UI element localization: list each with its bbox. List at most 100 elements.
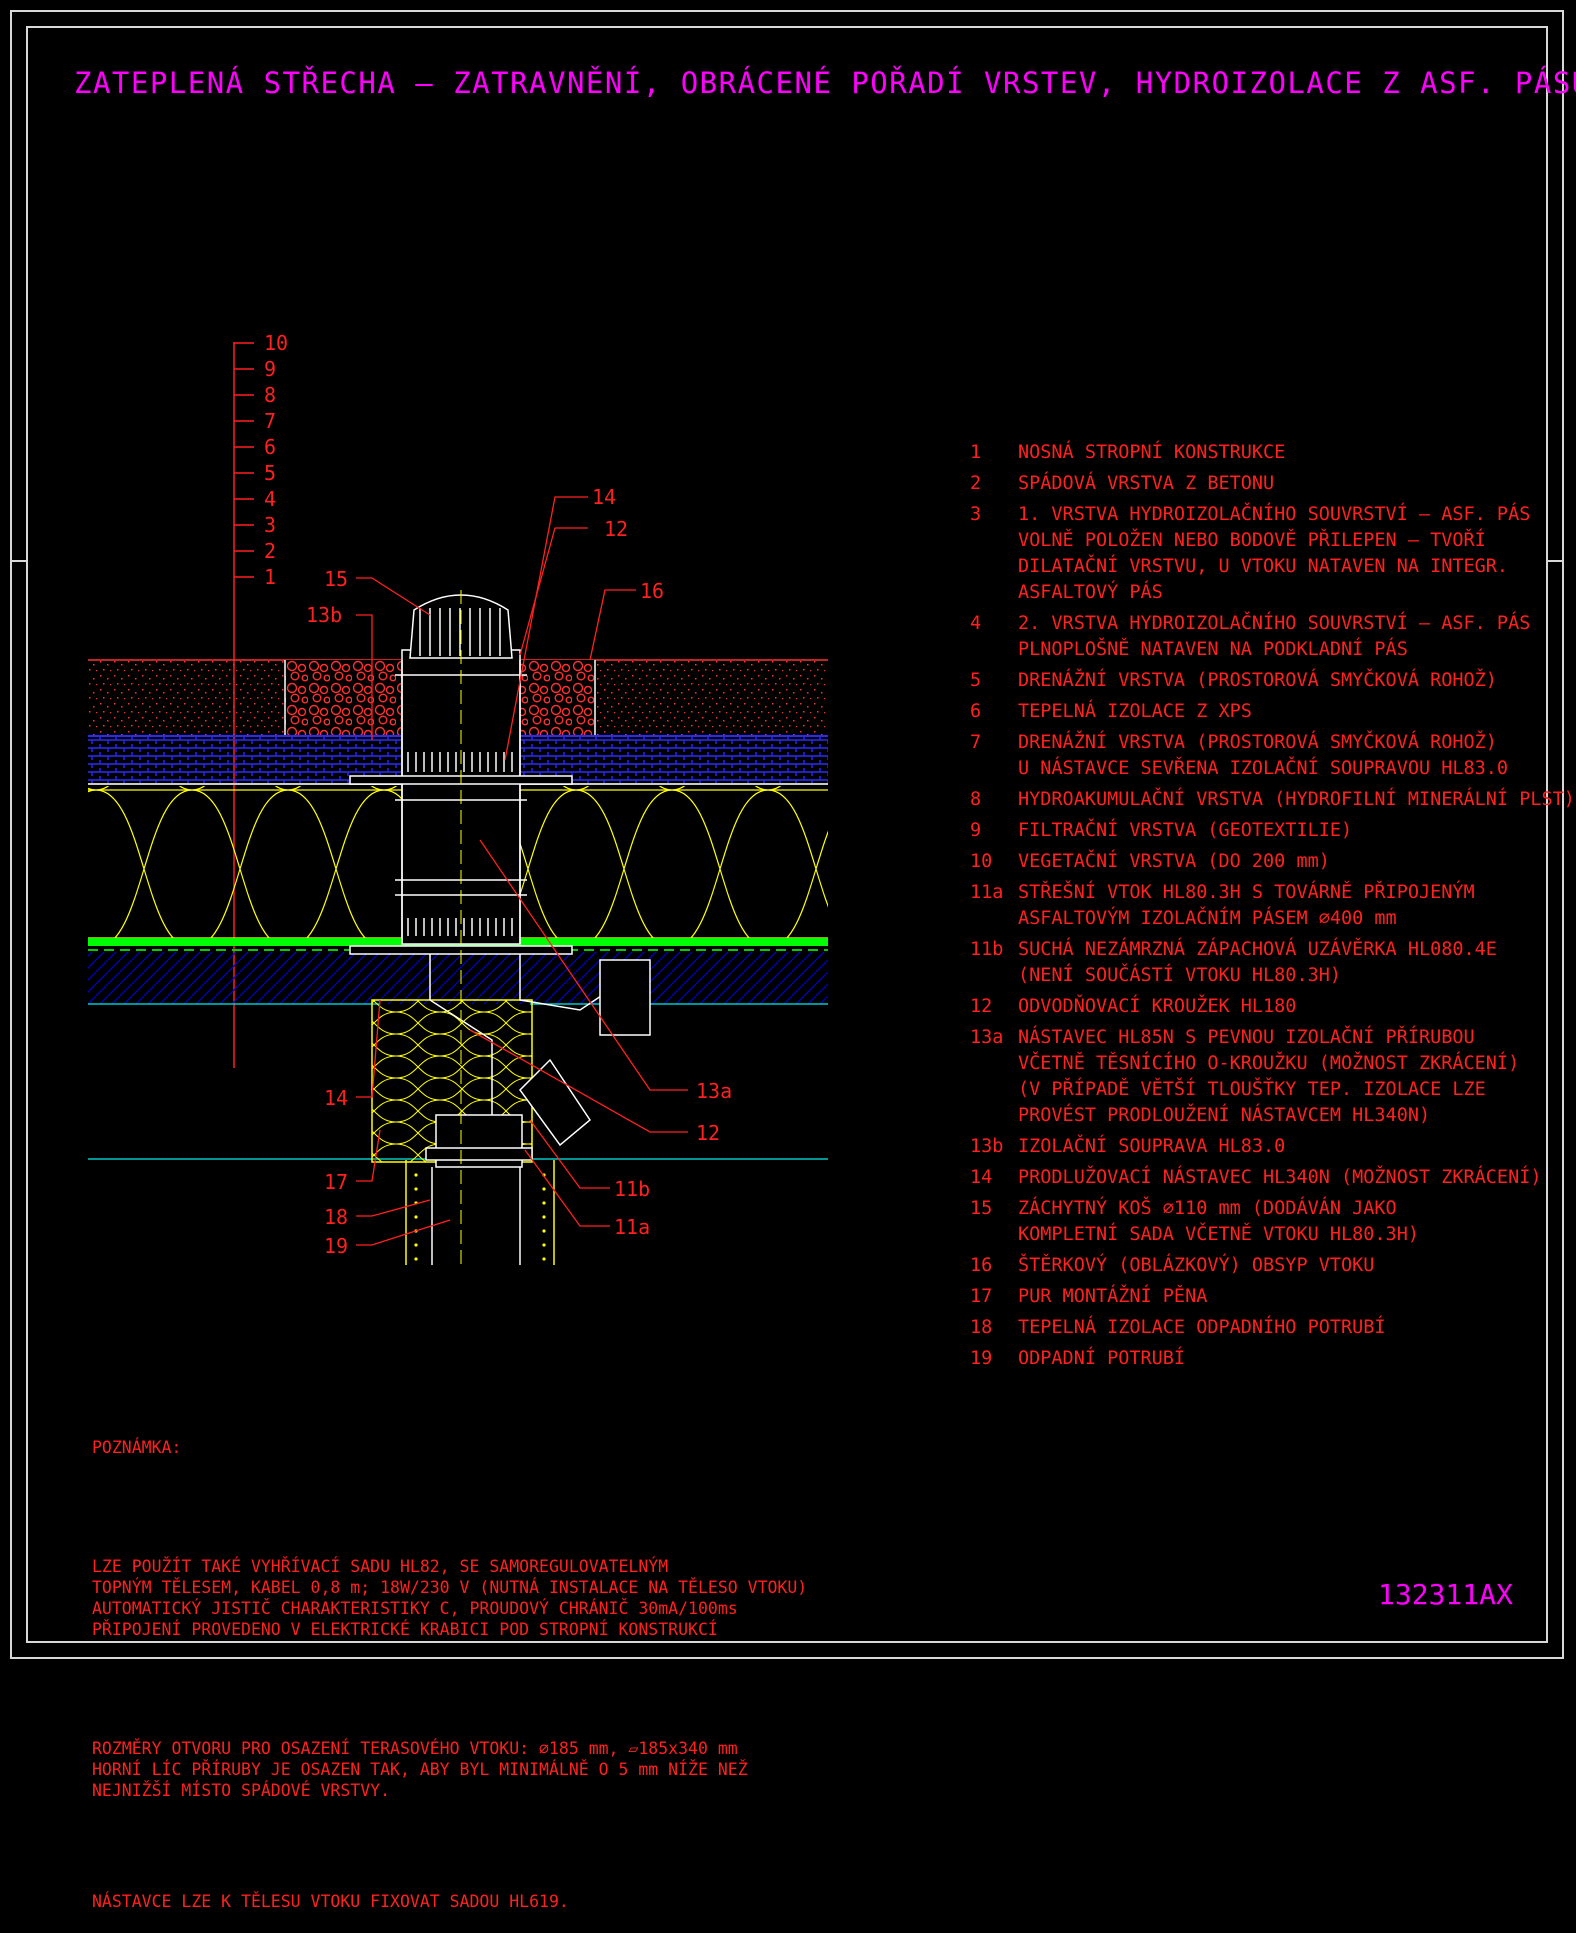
- legend-text: TEPELNÁ IZOLACE ODPADNÍHO POTRUBÍ: [1018, 1317, 1386, 1338]
- callout-12b: 12: [696, 1121, 720, 1145]
- legend-item: 15 ZÁCHYTNÝ KOŠ ⌀110 mm (DODÁVÁN JAKO KOM…: [970, 1196, 1575, 1248]
- insulation-dot: [414, 1215, 418, 1219]
- roof-drain: [349, 590, 651, 1265]
- callout-13a: 13a: [696, 1079, 732, 1103]
- legend-text: TEPELNÁ IZOLACE Z XPS: [1018, 701, 1252, 722]
- legend-number: 8: [970, 789, 982, 810]
- callout-11b: 11b: [614, 1177, 650, 1201]
- legend-text: IZOLAČNÍ SOUPRAVA HL83.0: [1018, 1136, 1286, 1157]
- scale-label: 8: [264, 383, 276, 407]
- legend-item: 19 ODPADNÍ POTRUBÍ: [970, 1346, 1575, 1372]
- legend-item: 7 DRENÁŽNÍ VRSTVA (PROSTOROVÁ SMYČKOVÁ RO…: [970, 730, 1575, 782]
- legend-text: FILTRAČNÍ VRSTVA (GEOTEXTILIE): [1018, 820, 1353, 841]
- scale-label: 3: [264, 513, 276, 537]
- legend-item: 11a STŘEŠNÍ VTOK HL80.3H S TOVÁRNĚ PŘIPOJ…: [970, 880, 1575, 932]
- frame-tick-right: [1548, 560, 1564, 562]
- callout-13b: 13b: [306, 603, 342, 627]
- drawing-title: ZATEPLENÁ STŘECHA – ZATRAVNĚNÍ, OBRÁCENÉ…: [74, 66, 1576, 100]
- legend-number: 2: [970, 473, 982, 494]
- callout-17: 17: [324, 1170, 348, 1194]
- legend-number: 10: [970, 851, 993, 872]
- legend-item: 3 1. VRSTVA HYDROIZOLAČNÍHO SOUVRSTVÍ – A…: [970, 502, 1575, 606]
- legend-text: SUCHÁ NEZÁMRZNÁ ZÁPACHOVÁ UZÁVĚRKA HL080…: [1018, 939, 1497, 986]
- callout-15: 15: [324, 567, 348, 591]
- legend-number: 13b: [970, 1136, 1004, 1157]
- legend-item: 5 DRENÁŽNÍ VRSTVA (PROSTOROVÁ SMYČKOVÁ RO…: [970, 668, 1575, 694]
- callout-14a: 14: [592, 485, 616, 509]
- legend-number: 11a: [970, 882, 1004, 903]
- pipe-insulation-hatch: [414, 1173, 546, 1261]
- insulation-dot: [414, 1187, 418, 1191]
- legend-number: 16: [970, 1255, 993, 1276]
- insulation-dot: [414, 1243, 418, 1247]
- callout-16: 16: [640, 579, 664, 603]
- callout-18: 18: [324, 1205, 348, 1229]
- scale-label: 5: [264, 461, 276, 485]
- legend-item: 2 SPÁDOVÁ VRSTVA Z BETONU: [970, 471, 1575, 497]
- legend-number: 9: [970, 820, 982, 841]
- legend-item: 13b IZOLAČNÍ SOUPRAVA HL83.0: [970, 1134, 1575, 1160]
- legend-text: STŘEŠNÍ VTOK HL80.3H S TOVÁRNĚ PŘIPOJENÝ…: [1018, 882, 1475, 929]
- callout-14b: 14: [324, 1086, 348, 1110]
- legend-text: DRENÁŽNÍ VRSTVA (PROSTOROVÁ SMYČKOVÁ ROH…: [1018, 732, 1509, 779]
- insulation-dot: [542, 1257, 546, 1261]
- insulation-dot: [542, 1201, 546, 1205]
- legend-number: 17: [970, 1286, 993, 1307]
- note-opening-dims: ROZMĚRY OTVORU PRO OSAZENÍ TERASOVÉHO VT…: [92, 1739, 748, 1800]
- legend-text: 1. VRSTVA HYDROIZOLAČNÍHO SOUVRSTVÍ – AS…: [1018, 504, 1531, 603]
- legend-text: ODVODŇOVACÍ KROUŽEK HL180: [1018, 996, 1297, 1017]
- insulation-dot: [542, 1243, 546, 1247]
- legend-text: ZÁCHYTNÝ KOŠ ⌀110 mm (DODÁVÁN JAKO KOMPL…: [1018, 1198, 1419, 1245]
- note-fixing: NÁSTAVCE LZE K TĚLESU VTOKU FIXOVAT SADO…: [92, 1892, 569, 1911]
- legend-number: 4: [970, 613, 982, 634]
- legend-text: SPÁDOVÁ VRSTVA Z BETONU: [1018, 473, 1275, 494]
- insulation-dot: [542, 1215, 546, 1219]
- drawing-code: 132311AX: [1378, 1578, 1513, 1611]
- legend-number: 14: [970, 1167, 993, 1188]
- insulation-dot: [414, 1173, 418, 1177]
- legend-number: 19: [970, 1348, 993, 1369]
- legend-text: DRENÁŽNÍ VRSTVA (PROSTOROVÁ SMYČKOVÁ ROH…: [1018, 670, 1497, 691]
- legend-text: ODPADNÍ POTRUBÍ: [1018, 1348, 1186, 1369]
- leader-lines: [356, 496, 688, 1246]
- legend-number: 15: [970, 1198, 993, 1219]
- callout-19: 19: [324, 1234, 348, 1258]
- legend-number: 1: [970, 442, 982, 463]
- callout-11a: 11a: [614, 1215, 650, 1239]
- inner-frame: [26, 26, 1548, 1643]
- legend-number: 12: [970, 996, 993, 1017]
- legend-number: 13a: [970, 1027, 1004, 1048]
- legend-number: 3: [970, 504, 982, 525]
- legend-text: NOSNÁ STROPNÍ KONSTRUKCE: [1018, 442, 1286, 463]
- scale-label: 2: [264, 539, 276, 563]
- scale-label: 4: [264, 487, 276, 511]
- insulation-dot: [414, 1257, 418, 1261]
- legend-item: 6 TEPELNÁ IZOLACE Z XPS: [970, 699, 1575, 725]
- scale-label: 7: [264, 409, 276, 433]
- legend-number: 7: [970, 732, 982, 753]
- note-heating-kit: LZE POUŽÍT TAKÉ VYHŘÍVACÍ SADU HL82, SE …: [92, 1557, 808, 1639]
- screed-layer: [88, 952, 828, 1004]
- legend-number: 6: [970, 701, 982, 722]
- scale-label: 6: [264, 435, 276, 459]
- scale-label: 9: [264, 357, 276, 381]
- legend-item: 4 2. VRSTVA HYDROIZOLAČNÍHO SOUVRSTVÍ – A…: [970, 611, 1575, 663]
- legend-text: 2. VRSTVA HYDROIZOLAČNÍHO SOUVRSTVÍ – AS…: [1018, 613, 1531, 660]
- legend-number: 5: [970, 670, 982, 691]
- legend-number: 18: [970, 1317, 993, 1338]
- legend-item: 18 TEPELNÁ IZOLACE ODPADNÍHO POTRUBÍ: [970, 1315, 1575, 1341]
- insulation-dot: [542, 1187, 546, 1191]
- legend-item: 9 FILTRAČNÍ VRSTVA (GEOTEXTILIE): [970, 818, 1575, 844]
- callout-labels: 14 12 15 16 13b 14 13a 12 17 11b 18 11a …: [306, 485, 732, 1258]
- legend-text: PRODLUŽOVACÍ NÁSTAVEC HL340N (MOŽNOST ZK…: [1018, 1167, 1542, 1188]
- scale-label: 1: [264, 565, 276, 589]
- scale-label: 10: [264, 331, 288, 355]
- legend-item: 12 ODVODŇOVACÍ KROUŽEK HL180: [970, 994, 1575, 1020]
